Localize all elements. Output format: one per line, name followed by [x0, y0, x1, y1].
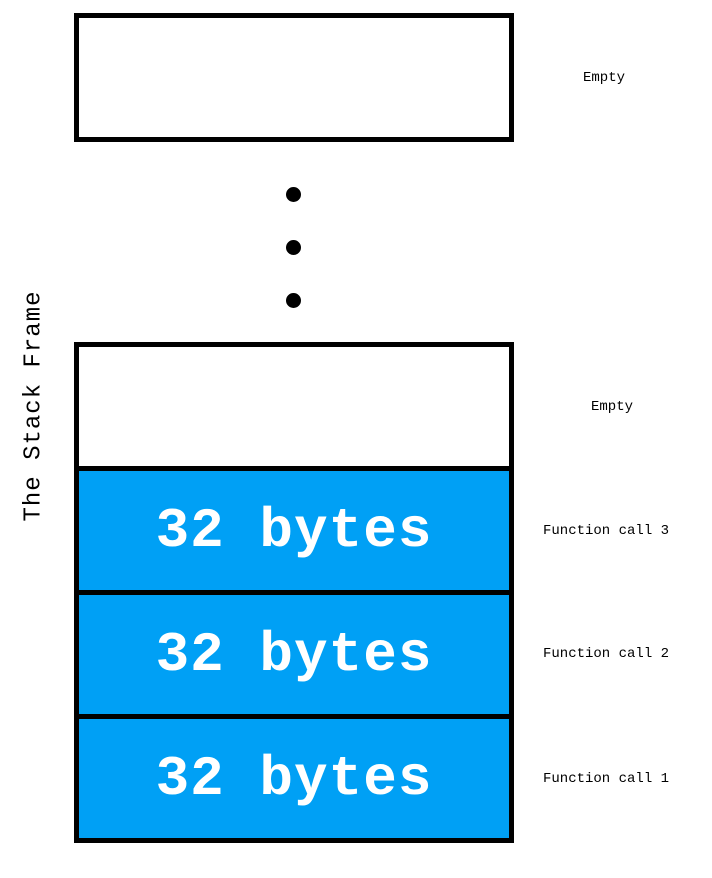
top-block-label: Empty [583, 70, 626, 86]
ellipsis-dot [286, 187, 301, 202]
diagram-title: The Stack Frame [20, 290, 48, 522]
stack-cell-empty [79, 347, 509, 466]
stack-cell-label-function-call-3: Function call 3 [543, 523, 670, 539]
stack-cell-label-function-call-2: Function call 2 [543, 646, 670, 662]
stack-cell-label-function-call-1: Function call 1 [543, 771, 670, 787]
stack-cell-function-call-2: 32 bytes [79, 595, 509, 714]
top-empty-block [74, 13, 514, 142]
stack-frame: 32 bytes 32 bytes 32 bytes [74, 342, 514, 843]
stack-cell-function-call-1: 32 bytes [79, 719, 509, 838]
ellipsis-dot [286, 293, 301, 308]
stack-cell-label-empty: Empty [591, 399, 634, 415]
ellipsis-dot [286, 240, 301, 255]
stack-cell-function-call-3: 32 bytes [79, 471, 509, 590]
